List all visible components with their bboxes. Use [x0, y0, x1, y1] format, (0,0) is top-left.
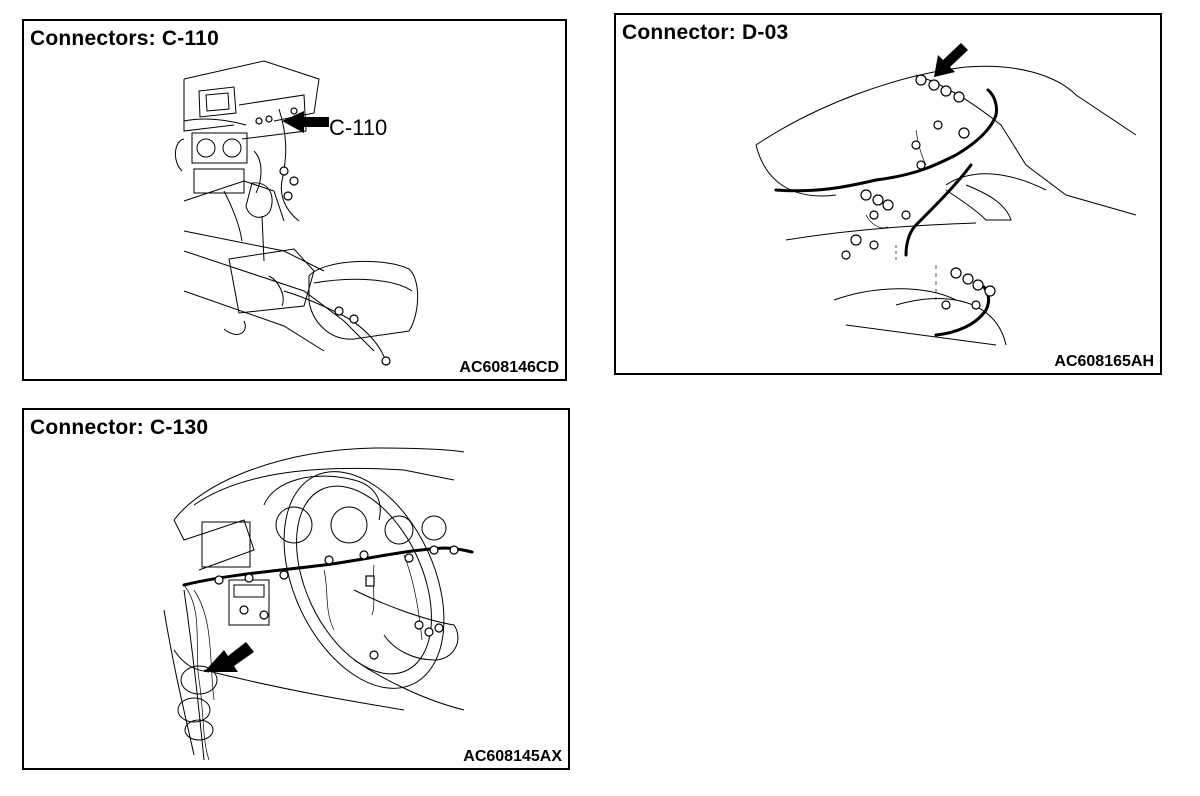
figure-code: AC608145AX — [463, 748, 562, 765]
figure-code: AC608146CD — [459, 359, 559, 376]
console-illustration — [175, 60, 419, 366]
panel-title: Connectors: C-110 — [30, 27, 219, 50]
roof-harness-illustration — [755, 43, 1137, 346]
panel-title: Connector: D-03 — [622, 21, 789, 44]
figure-code: AC608165AH — [1054, 353, 1154, 370]
connector-callout-label: C-110 — [329, 115, 388, 140]
panel-title: Connector: C-130 — [30, 416, 209, 439]
diagram-panel-d03: Connector: D-03 AC608165AH — [614, 13, 1162, 375]
diagram-panel-c110: Connectors: C-110 C-110 AC608146CD — [22, 19, 567, 381]
dashboard-illustration — [163, 447, 474, 761]
diagram-panel-c130: Connector: C-130 AC608145AX — [22, 408, 570, 770]
